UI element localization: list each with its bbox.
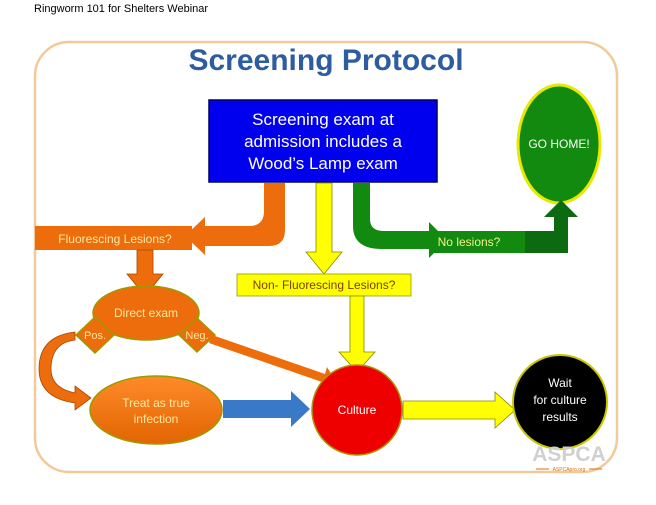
- yellow-culture-arrow: [338, 295, 376, 373]
- culture-label: Culture: [338, 403, 377, 417]
- wait-circle: [512, 354, 608, 450]
- pos-curved-arrow: [38, 331, 92, 411]
- green-up-arrow: [525, 200, 578, 253]
- direct-exam-label: Direct exam: [114, 306, 178, 320]
- aspca-logo: ASPCA ASPCApro.org: [532, 443, 606, 473]
- non-fluorescing-box: [236, 273, 412, 297]
- yellow-down-arrow: [305, 182, 343, 275]
- start-box: [208, 99, 438, 183]
- green-curved-arrow: [353, 183, 447, 258]
- start-box-line-2: admission includes a: [244, 132, 402, 151]
- fluorescing-bar: [35, 226, 192, 250]
- slide-title: Screening Protocol: [188, 44, 463, 77]
- aspca-logo-text: ASPCA: [532, 443, 606, 466]
- treat-line-2: infection: [134, 412, 179, 426]
- treat-ellipse: [89, 375, 223, 445]
- direct-exam-ellipse: [92, 285, 200, 341]
- culture-circle: [311, 364, 403, 456]
- fluorescing-label: Fluorescing Lesions?: [58, 232, 172, 246]
- start-box-line-1: Screening exam at: [252, 110, 394, 129]
- blue-arrow: [223, 391, 310, 427]
- wait-line-1: Wait: [548, 376, 572, 390]
- neg-label: Neg.: [185, 330, 208, 342]
- non-fluorescing-label: Non- Fluorescing Lesions?: [253, 278, 396, 292]
- slide-frame: [33, 40, 619, 474]
- pos-diamond: [74, 315, 116, 355]
- aspca-logo-sub: ASPCApro.org: [553, 467, 586, 473]
- neg-arrow: [209, 335, 336, 389]
- slide: Screening Protocol Screening exam at adm…: [33, 30, 619, 477]
- pos-label: Pos.: [84, 330, 106, 342]
- yellow-wait-arrow: [402, 391, 516, 429]
- go-home-label: GO HOME!: [528, 137, 589, 151]
- document-header: Ringworm 101 for Shelters Webinar: [34, 3, 209, 15]
- wait-line-2: for culture: [533, 393, 587, 407]
- treat-line-1: Treat as true: [122, 396, 190, 410]
- neg-diamond: [177, 316, 217, 354]
- screening-protocol-diagram: Screening Protocol Screening exam at adm…: [33, 40, 619, 474]
- start-box-line-3: Wood’s Lamp exam: [248, 154, 398, 173]
- wait-line-3: results: [542, 410, 577, 424]
- orange-down-arrow: [126, 249, 164, 297]
- no-lesions-label: No lesions?: [438, 235, 501, 249]
- orange-curved-arrow: [185, 183, 285, 255]
- no-lesions-bar: [429, 231, 525, 253]
